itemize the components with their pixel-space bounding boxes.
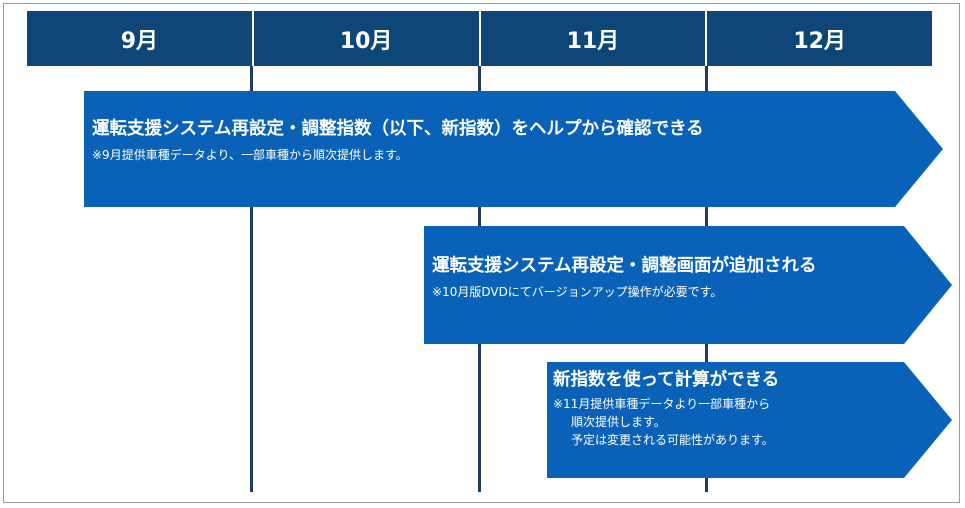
arrow-title: 新指数を使って計算ができる (553, 370, 780, 390)
month-oct: 10月 (251, 11, 479, 66)
month-dec: 12月 (705, 11, 932, 66)
milestone-arrow-settings-screen: 運転支援システム再設定・調整画面が追加される ※10月版DVDにてバージョンアッ… (424, 226, 952, 344)
arrow-notes: ※11月提供車種データより一部車種から 順次提供します。 予定は変更される可能性… (553, 395, 774, 449)
arrow-note: ※11月提供車種データより一部車種から (553, 397, 771, 411)
arrow-title: 運転支援システム再設定・調整画面が追加される (432, 256, 817, 276)
month-nov: 11月 (478, 11, 706, 66)
arrow-note: 予定は変更される可能性があります。 (571, 433, 774, 447)
arrow-note: ※9月提供車種データより、一部車種から順次提供します。 (92, 148, 408, 162)
month-header: 9月 10月 11月 12月 (27, 11, 932, 66)
milestone-arrow-calculation: 新指数を使って計算ができる ※11月提供車種データより一部車種から 順次提供しま… (547, 362, 952, 478)
milestone-arrow-help-index: 運転支援システム再設定・調整指数（以下、新指数）をヘルプから確認できる ※9月提… (84, 91, 943, 207)
arrow-note: 順次提供します。 (571, 415, 666, 429)
arrow-title: 運転支援システム再設定・調整指数（以下、新指数）をヘルプから確認できる (92, 119, 704, 139)
gridline-oct (250, 66, 253, 492)
month-sep: 9月 (120, 28, 159, 54)
arrow-note: ※10月版DVDにてバージョンアップ操作が必要です。 (432, 285, 723, 299)
